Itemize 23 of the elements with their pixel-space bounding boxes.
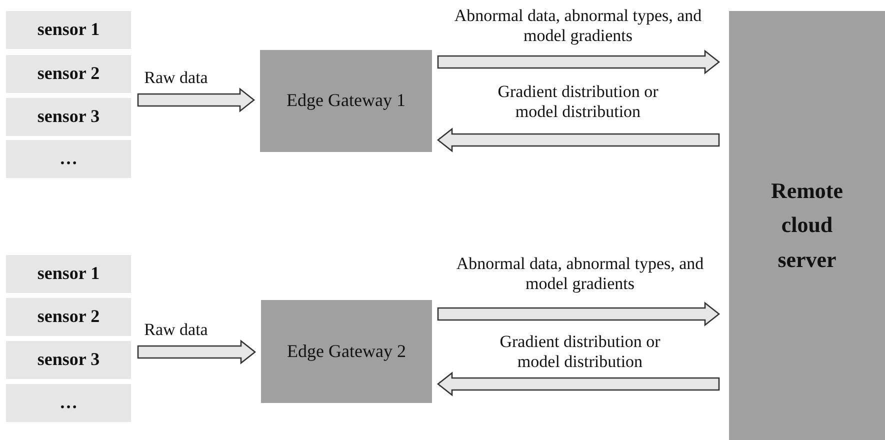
sensor-box: sensor 3	[6, 341, 131, 379]
block-arrow	[436, 128, 720, 152]
edge-label: Abnormal data, abnormal types, and model gradients	[455, 254, 705, 295]
block-arrow	[436, 372, 720, 396]
sensor-box: sensor 1	[6, 255, 131, 293]
block-arrow	[137, 340, 256, 364]
sensor-box: …	[6, 384, 131, 422]
sensor-box: …	[6, 140, 131, 178]
block-arrow	[137, 88, 256, 112]
server-box: Remote cloud server	[729, 11, 885, 440]
block-arrow	[437, 50, 720, 74]
sensor-box: sensor 2	[6, 298, 131, 336]
sensor-box: sensor 3	[6, 98, 131, 136]
sensor-box: sensor 2	[6, 55, 131, 93]
gateway-box: Edge Gateway 2	[261, 300, 432, 403]
block-arrow	[437, 302, 720, 326]
edge-label: Gradient distribution or model distribution	[496, 82, 660, 123]
edge-label: Abnormal data, abnormal types, and model gradients	[453, 6, 703, 47]
gateway-box: Edge Gateway 1	[260, 50, 432, 152]
edge-label: Raw data	[143, 320, 209, 340]
edge-label: Gradient distribution or model distribution	[498, 332, 662, 373]
edge-label: Raw data	[143, 68, 209, 88]
sensor-box: sensor 1	[6, 11, 131, 49]
